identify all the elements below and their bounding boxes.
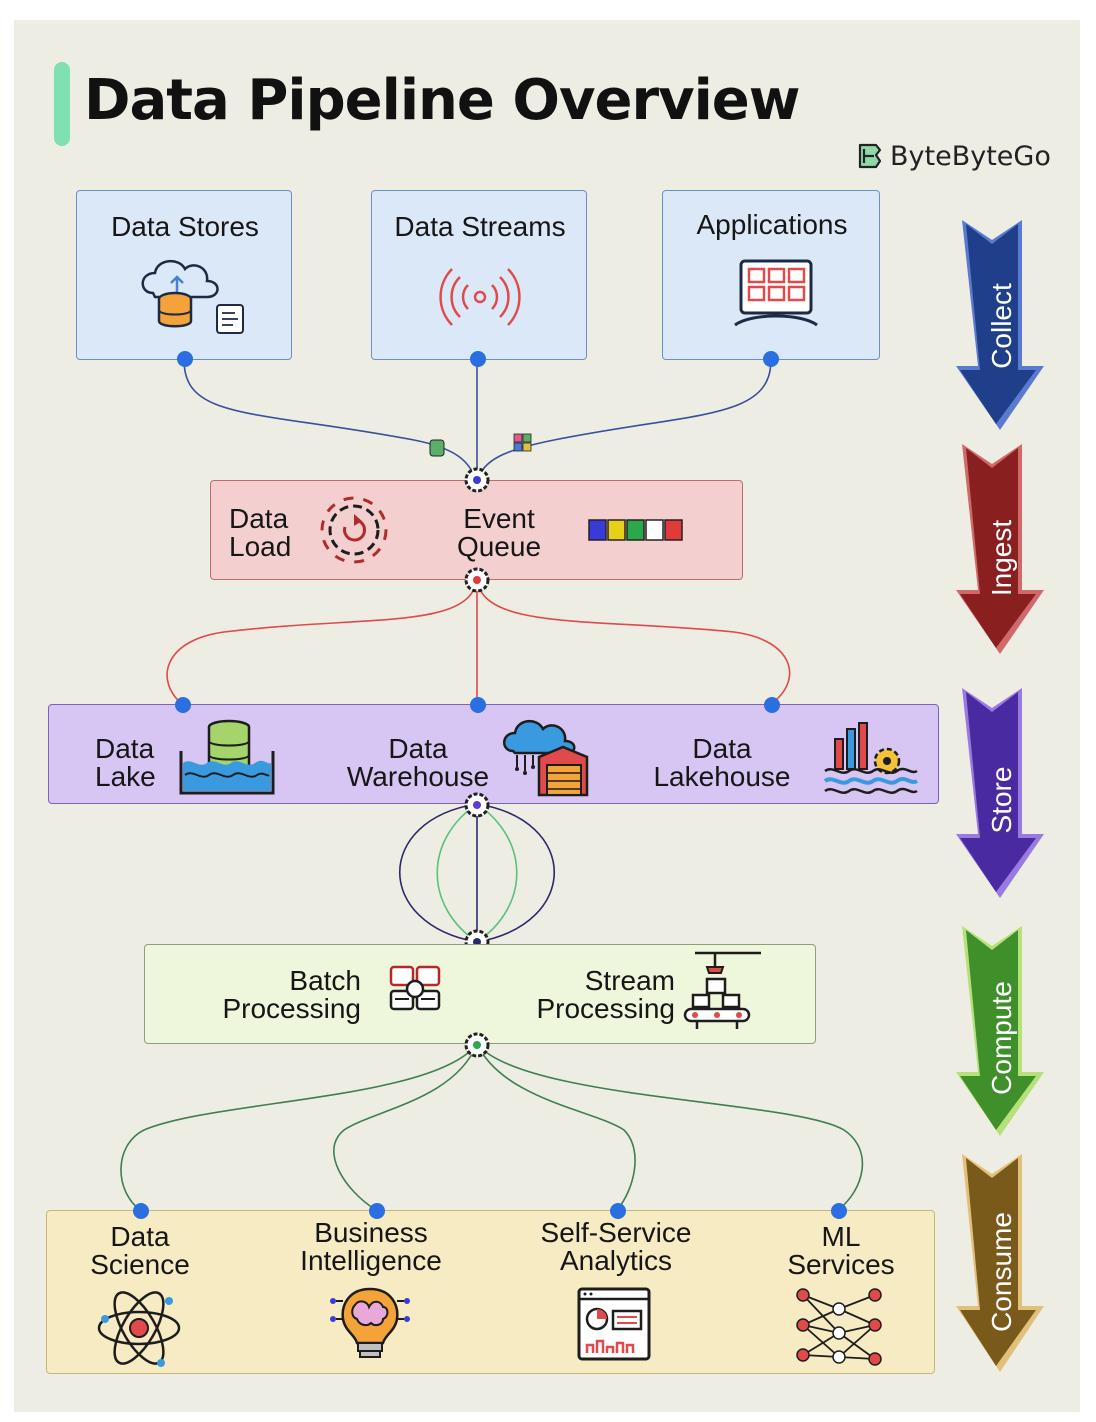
stage-label-collect: Collect	[986, 283, 1017, 369]
connector-dot[interactable]	[133, 1203, 149, 1219]
connector-dot[interactable]	[764, 697, 780, 713]
brain-bulb-icon	[330, 1287, 410, 1358]
connector-dot[interactable]	[470, 351, 486, 367]
neural-network-icon	[796, 1288, 882, 1366]
batch-grid-icon	[389, 965, 441, 1011]
diagram-canvas: Data Pipeline Overview ByteByteGo	[14, 20, 1080, 1412]
connector-bi	[333, 1043, 478, 1211]
compute-label: Stream Processing	[536, 965, 675, 1024]
source-label: Applications	[696, 209, 848, 240]
consume-box: Data Science Business Intelligence Self-…	[46, 1203, 935, 1374]
hub-gear-icon	[464, 1032, 490, 1058]
hub-gear-icon	[464, 792, 490, 818]
conveyor-icon	[683, 951, 761, 1029]
ingest-box: Data Load Event Queue	[210, 480, 743, 580]
stage-arrow-collect	[956, 220, 1044, 430]
connector-science	[120, 1043, 478, 1211]
connector-dot[interactable]	[177, 351, 193, 367]
compute-label: Batch Processing	[222, 965, 361, 1024]
brand: ByteByteGo	[856, 138, 1051, 174]
cloud-database-icon	[141, 260, 244, 334]
hub-gear-icon	[464, 467, 490, 493]
lakehouse-chart-icon	[823, 722, 919, 794]
source-box-applications: Applications	[662, 190, 880, 367]
stage-label-store: Store	[986, 766, 1017, 834]
broadcast-signal-icon	[439, 268, 521, 326]
connector-lines	[120, 359, 864, 1211]
queue-blocks-icon	[588, 519, 683, 541]
connector-analytics	[476, 1043, 636, 1211]
event-queue-label: Event Queue	[456, 503, 542, 562]
source-label: Data Stores	[111, 211, 259, 242]
connector-loop-inner-left	[436, 803, 478, 943]
source-box-data-stores: Data Stores	[76, 190, 292, 367]
connector-lakehouse	[476, 579, 791, 705]
consume-label: ML Services	[787, 1221, 895, 1280]
stage-label-consume: Consume	[986, 1212, 1017, 1332]
connector-dot[interactable]	[763, 351, 779, 367]
brand-name: ByteByteGo	[890, 140, 1051, 172]
page-title: Data Pipeline Overview	[84, 68, 800, 133]
stage-label-ingest: Ingest	[986, 519, 1017, 597]
connector-dot[interactable]	[470, 697, 486, 713]
hub-gear-icon	[464, 567, 490, 593]
stage-label-compute: Compute	[986, 981, 1017, 1095]
connector-lake	[166, 579, 478, 705]
gear-refresh-icon	[320, 496, 388, 564]
title-accent-bar	[54, 62, 70, 146]
apps-mini-icon	[513, 433, 532, 452]
connector-apps	[476, 359, 772, 481]
app-monitor-icon	[734, 259, 818, 327]
data-load-label: Data Load	[229, 503, 292, 562]
connector-dot[interactable]	[831, 1203, 847, 1219]
consume-label: Data Science	[90, 1221, 190, 1280]
connector-loop-outer-left	[398, 803, 478, 943]
lake-database-icon	[179, 719, 275, 795]
store-label: Data Lakehouse	[653, 733, 791, 792]
bytebytego-logo-icon	[858, 143, 882, 169]
cloud-warehouse-icon	[503, 720, 589, 797]
stage-arrow-ingest	[956, 444, 1044, 654]
stage-arrow-consume	[956, 1154, 1044, 1372]
connector-ml	[476, 1043, 864, 1211]
stage-arrow-store	[956, 688, 1044, 898]
store-label: Data Warehouse	[346, 733, 490, 792]
source-label: Data Streams	[394, 211, 566, 242]
db-mini-icon	[429, 439, 445, 457]
consume-label: Self-Service Analytics	[540, 1217, 692, 1276]
connector-dot[interactable]	[369, 1203, 385, 1219]
consume-label: Business Intelligence	[300, 1217, 442, 1276]
stage-arrow-compute	[956, 926, 1044, 1136]
dashboard-icon	[577, 1287, 651, 1361]
atom-icon	[97, 1291, 181, 1367]
source-box-data-streams: Data Streams	[371, 190, 587, 367]
connector-loop-outer-right	[476, 803, 556, 943]
store-box: Data Lake Data Warehouse Data Lakehouse	[48, 697, 939, 804]
connector-loop-inner-right	[476, 803, 518, 943]
connector-stores	[183, 359, 477, 481]
store-label: Data Lake	[95, 733, 156, 792]
connector-dot[interactable]	[610, 1203, 626, 1219]
compute-box: Batch Processing Stream Processing	[144, 944, 816, 1044]
connector-dot[interactable]	[175, 697, 191, 713]
